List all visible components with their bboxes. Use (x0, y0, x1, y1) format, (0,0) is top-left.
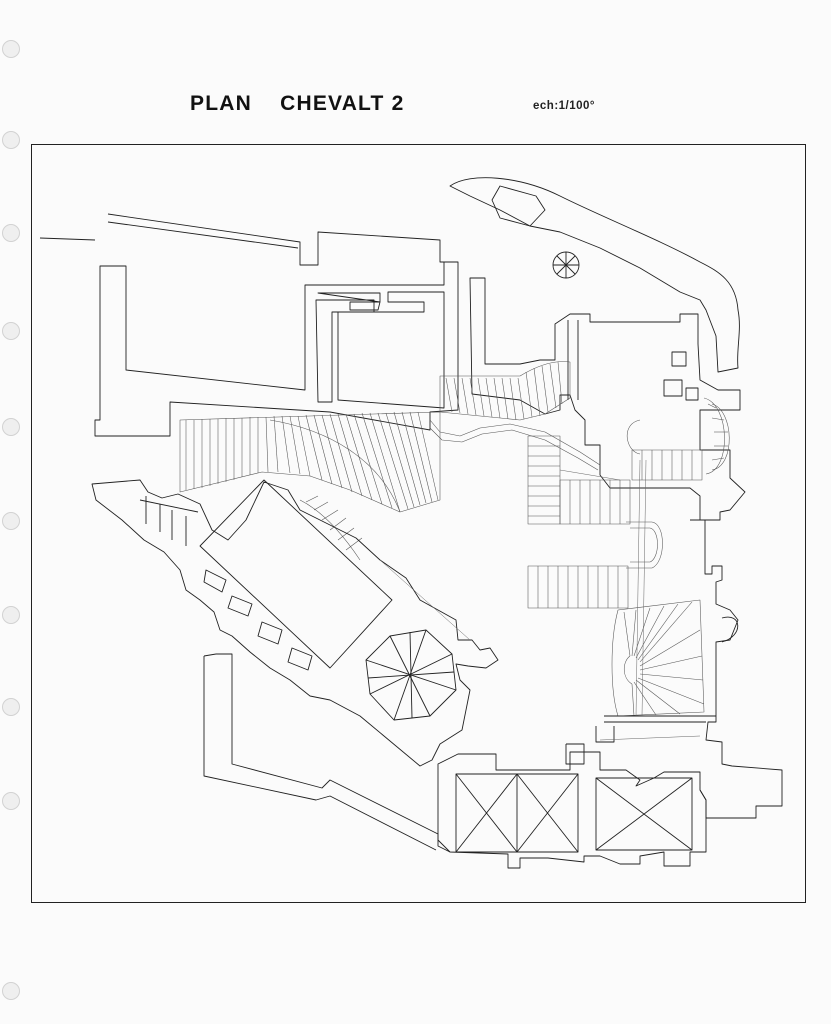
punch-hole (2, 224, 20, 242)
punch-hole (2, 792, 20, 810)
scale-label: ech:1/100° (533, 100, 596, 112)
west-wing (95, 262, 458, 436)
central-tower (470, 278, 745, 520)
punch-hole (2, 418, 20, 436)
tower-stair-hatching (430, 362, 600, 470)
punch-hole (2, 322, 20, 340)
west-approach-wall (40, 214, 448, 265)
punch-hole (2, 606, 20, 624)
central-stair-hatching (180, 412, 440, 560)
punch-hole (2, 131, 20, 149)
plan-title: PLAN CHEVALT 2 (190, 92, 405, 115)
circulation-lines (380, 460, 700, 740)
southeast-fan-stair (612, 600, 704, 716)
south-vaulted-range (438, 752, 706, 868)
southwest-outer-wall (204, 654, 450, 852)
southwest-diagonal-wing (92, 480, 498, 766)
east-curtain-wall (566, 520, 782, 818)
punch-hole (2, 698, 20, 716)
north-rock-outcrop (450, 178, 739, 372)
punch-hole (2, 982, 20, 1000)
punch-hole (2, 40, 20, 58)
punch-hole (2, 512, 20, 530)
drawing-frame (31, 144, 806, 903)
east-stair-flights (528, 398, 729, 608)
